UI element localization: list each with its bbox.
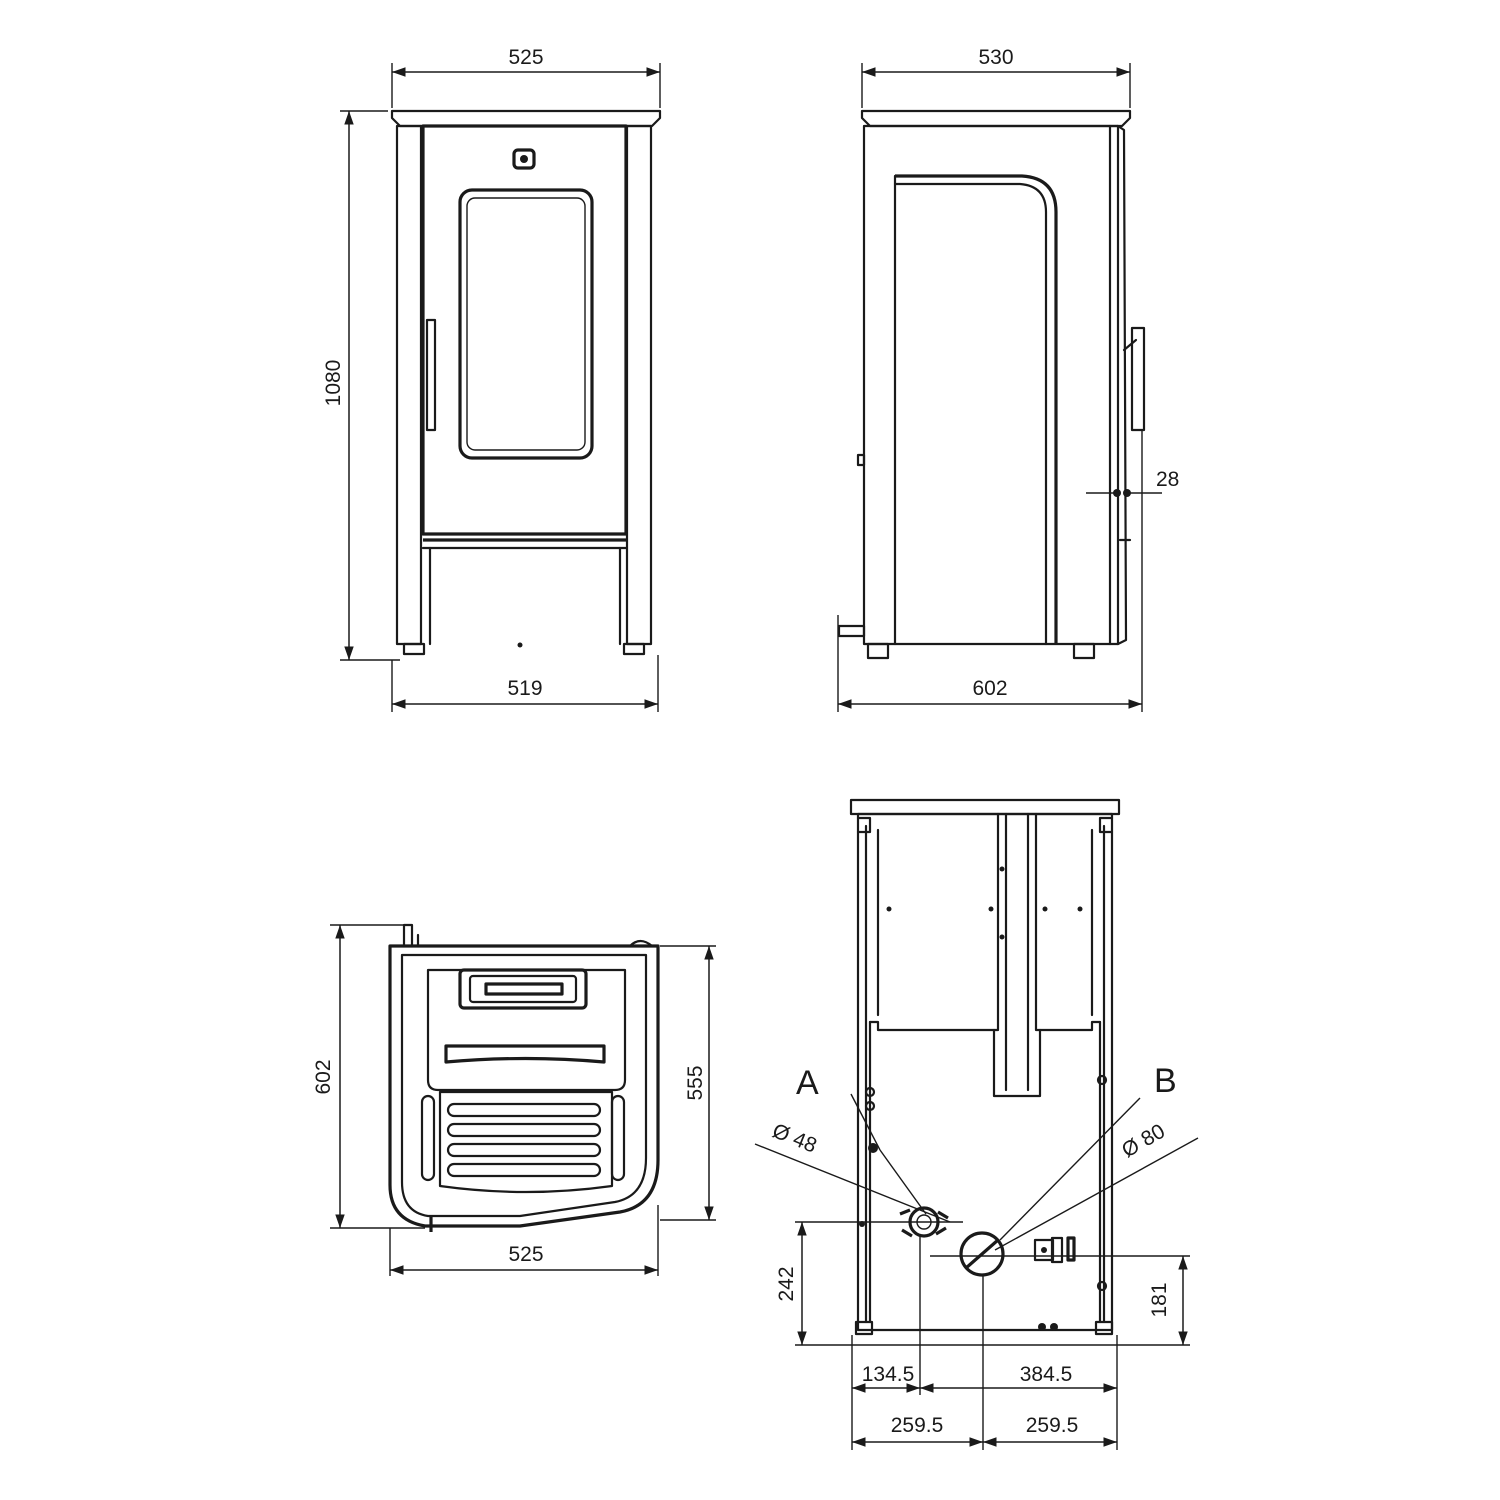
connection-a-label: A	[796, 1064, 819, 1102]
dim-side-top-width: 530	[978, 46, 1013, 69]
dim-top-width: 525	[508, 1243, 543, 1266]
side-view: 28 530 602	[837, 46, 1179, 712]
rear-view: 242 181 134.5 384.5 259.5 259.5 A Ø 48 B…	[754, 798, 1199, 1450]
dim-side-offset: 28	[1156, 468, 1179, 491]
dim-front-height: 1080	[322, 360, 345, 407]
connection-b-flue	[959, 1231, 1005, 1277]
dim-front-top-width: 525	[508, 46, 543, 69]
front-view: 525 1080 519	[322, 46, 662, 712]
dim-rear-half-right: 259.5	[1026, 1414, 1079, 1437]
dim-rear-height-a: 242	[775, 1266, 798, 1301]
connection-a-diameter: Ø 48	[769, 1119, 820, 1157]
dim-rear-offset-b: 384.5	[1020, 1363, 1073, 1386]
dim-front-base-width: 519	[507, 677, 542, 700]
dim-rear-height-b: 181	[1148, 1282, 1171, 1317]
top-view: 602 555 525	[312, 923, 716, 1276]
dim-rear-half-left: 259.5	[891, 1414, 944, 1437]
dim-top-depth: 602	[312, 1059, 335, 1094]
dim-top-inner-depth: 555	[684, 1065, 707, 1100]
dim-rear-offset-a: 134.5	[862, 1363, 915, 1386]
dim-side-depth: 602	[972, 677, 1007, 700]
connection-b-diameter: Ø 80	[1118, 1120, 1169, 1163]
connection-b-label: B	[1154, 1062, 1177, 1100]
